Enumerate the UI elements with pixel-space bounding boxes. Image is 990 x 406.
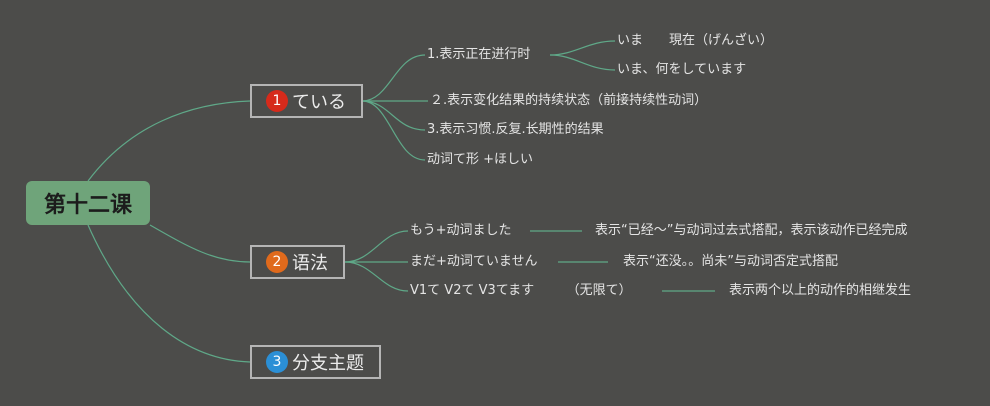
connector-b1-sub-1 [549, 40, 616, 56]
branch-number-badge: 1 [266, 90, 288, 112]
branch-number-badge: 3 [266, 351, 288, 373]
branch-teiru[interactable]: 1 ている [250, 84, 363, 118]
connector-b2-item-3 [344, 261, 409, 292]
branch-label: 分支主题 [292, 353, 364, 374]
connector-b1-item-1 [361, 54, 426, 102]
topic-item[interactable]: もう+动词ました [410, 223, 512, 238]
connector-b1-item-4 [361, 100, 426, 161]
branch-label: 语法 [292, 253, 328, 274]
topic-item[interactable]: 1.表示正在进行时 [427, 47, 531, 62]
connector-root-branch-1 [87, 100, 251, 182]
connector-b1-item-3 [361, 100, 426, 131]
topic-subitem[interactable]: いま、何をしています [617, 62, 747, 77]
branch-subtopic[interactable]: 3 分支主题 [250, 345, 381, 379]
branch-grammar[interactable]: 2 语法 [250, 245, 345, 279]
branch-number-badge: 2 [266, 251, 288, 273]
connector-root-branch-3 [87, 224, 251, 363]
connector-b1-sub-2 [549, 54, 616, 71]
branch-label: ている [292, 92, 346, 113]
connector-b2-item-1 [344, 230, 409, 263]
topic-item[interactable]: ２.表示变化结果的持续状态（前接持续性动词） [430, 93, 708, 108]
topic-item[interactable]: まだ+动词ていません [410, 254, 538, 269]
topic-note[interactable]: 表示两个以上的动作的相继发生 [729, 283, 912, 298]
topic-item[interactable]: V1て V2て V3てます （无限て） [410, 283, 632, 298]
topic-note[interactable]: 表示“还没。。尚未”与动词否定式搭配 [623, 254, 838, 269]
topic-item[interactable]: 3.表示习惯.反复.长期性的结果 [427, 122, 604, 137]
topic-item[interactable]: 动词て形 +ほしい [427, 152, 534, 167]
connector-root-branch-2 [149, 224, 251, 263]
topic-subitem[interactable]: いま 現在（げんざい） [617, 33, 774, 48]
root-topic-label: 第十二课 [43, 193, 132, 218]
root-topic[interactable]: 第十二课 [26, 181, 150, 225]
topic-note[interactable]: 表示“已经～”与动词过去式搭配，表示该动作已经完成 [595, 223, 908, 238]
